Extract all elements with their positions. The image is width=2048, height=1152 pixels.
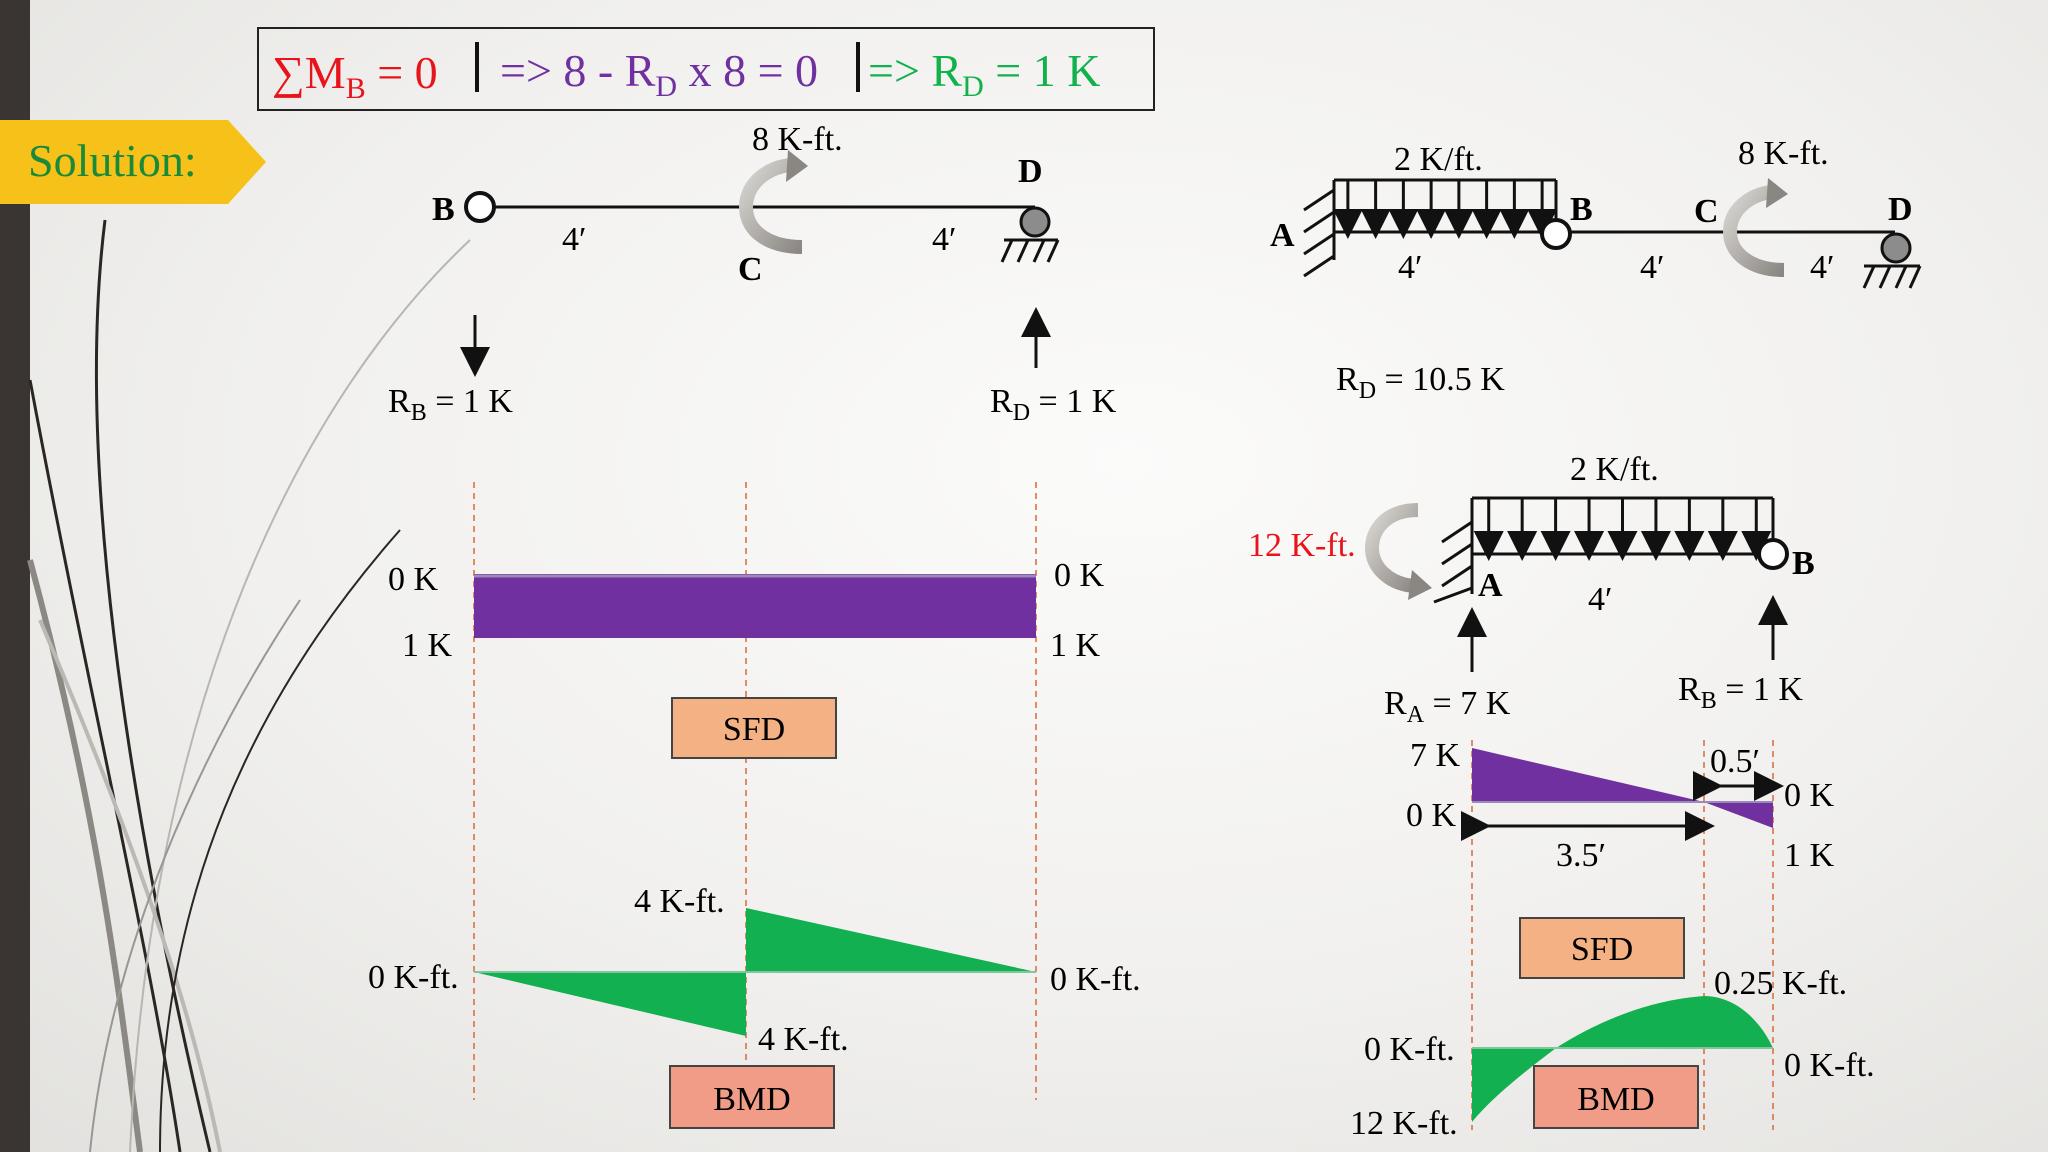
fbd-fixed-support-a-icon bbox=[1433, 520, 1473, 604]
right-sfd-right-bottom: 1 K bbox=[1784, 837, 1835, 874]
span-cd-label: 4′ bbox=[932, 221, 956, 258]
equation-box: ∑MB = 0 => 8 - RD x 8 = 0 => RD = 1 K bbox=[257, 27, 1155, 111]
right-hinge-b-icon bbox=[1540, 218, 1572, 250]
reaction-b-label: RB = 1 K bbox=[388, 383, 513, 426]
fbd-load-arrows bbox=[1473, 498, 1772, 561]
equation-part-3: => RD = 1 K bbox=[868, 45, 1100, 103]
right-node-d-label: D bbox=[1888, 191, 1913, 228]
right-load-arrows bbox=[1332, 180, 1558, 239]
node-b-label: B bbox=[432, 191, 455, 228]
right-distributed-load-icon bbox=[1332, 178, 1558, 232]
right-bmd-pos-fill bbox=[1556, 996, 1773, 1048]
decorative-swooshes bbox=[27, 219, 471, 1152]
right-span-ab-label: 4′ bbox=[1398, 249, 1422, 286]
solution-label: Solution: bbox=[28, 135, 197, 186]
right-bmd-left-top: 0 K-ft. bbox=[1364, 1031, 1455, 1068]
left-bmd-neg-fill bbox=[474, 972, 746, 1036]
left-bmd-peak-top: 4 K-ft. bbox=[634, 883, 725, 920]
left-bmd: 0 K-ft. 0 K-ft. 4 K-ft. 4 K-ft. BMD bbox=[368, 883, 1141, 1129]
right-load-label: 2 K/ft. bbox=[1394, 141, 1483, 178]
right-node-b-label: B bbox=[1570, 191, 1593, 228]
right-node-c-label: C bbox=[1694, 193, 1719, 230]
left-sfd-label: SFD bbox=[723, 711, 785, 748]
fixed-support-a-icon bbox=[1303, 182, 1336, 278]
left-bmd-right: 0 K-ft. bbox=[1050, 961, 1141, 998]
fbd-node-a-label: A bbox=[1478, 567, 1503, 604]
right-roller-support-d-icon bbox=[1862, 232, 1922, 289]
node-c-label: C bbox=[738, 251, 763, 288]
left-sfd-left-bottom: 1 K bbox=[402, 627, 453, 664]
right-span-bc-label: 4′ bbox=[1640, 249, 1664, 286]
right-bmd-right: 0 K-ft. bbox=[1784, 1047, 1875, 1084]
left-sfd-left-top: 0 K bbox=[388, 561, 439, 598]
hinge-b-icon bbox=[464, 191, 496, 223]
right-sfd-pos-fill bbox=[1472, 748, 1704, 802]
left-sfd-right-top: 0 K bbox=[1054, 557, 1105, 594]
moment-arrow-c-icon bbox=[738, 150, 808, 254]
left-moment-label: 8 K-ft. bbox=[752, 121, 843, 158]
right-sfd-label: SFD bbox=[1571, 931, 1633, 968]
right-bmd-label: BMD bbox=[1577, 1081, 1654, 1118]
solution-banner: Solution: bbox=[0, 120, 266, 204]
right-sfd-left-top: 7 K bbox=[1410, 737, 1461, 774]
left-sfd-fill bbox=[474, 574, 1036, 638]
roller-support-d-icon bbox=[1000, 206, 1060, 263]
right-bmd-peak: 0.25 K-ft. bbox=[1714, 965, 1847, 1002]
right-span-cd-label: 4′ bbox=[1810, 249, 1834, 286]
span-bc-label: 4′ bbox=[562, 221, 586, 258]
right-moment-arrow-icon bbox=[1722, 178, 1788, 277]
right-bmd-left-bottom: 12 K-ft. bbox=[1350, 1105, 1458, 1142]
left-bmd-pos-fill bbox=[746, 908, 1036, 972]
node-d-label: D bbox=[1018, 153, 1043, 190]
right-sfd-dim-left: 3.5′ bbox=[1556, 837, 1606, 874]
right-sfd-right-top: 0 K bbox=[1784, 777, 1835, 814]
fbd-hinge-b-icon bbox=[1757, 538, 1789, 570]
right-beam-diagram: A B C D 2 K/ft. 8 K-ft. 4′ 4′ 4′ RD = bbox=[1270, 135, 1922, 404]
fbd-span-label: 4′ bbox=[1588, 581, 1612, 618]
left-bmd-left: 0 K-ft. bbox=[368, 959, 459, 996]
fbd-moment-arrow-icon bbox=[1364, 503, 1432, 600]
fbd-load-label: 2 K/ft. bbox=[1570, 451, 1659, 488]
right-moment-label: 8 K-ft. bbox=[1738, 135, 1829, 172]
right-sfd-neg-fill bbox=[1704, 802, 1773, 828]
right-reaction-d-label: RD = 10.5 K bbox=[1336, 361, 1505, 404]
right-node-a-label: A bbox=[1270, 217, 1295, 254]
right-sfd-dim-right: 0.5′ bbox=[1710, 743, 1760, 780]
fbd-reaction-a-label: RA = 7 K bbox=[1384, 685, 1511, 728]
left-bmd-label: BMD bbox=[713, 1081, 790, 1118]
fbd-node-b-label: B bbox=[1792, 545, 1815, 582]
right-sfd-left-bottom: 0 K bbox=[1406, 797, 1457, 834]
equation-part-1: ∑MB = 0 bbox=[272, 47, 438, 105]
reaction-d-label: RD = 1 K bbox=[990, 383, 1117, 426]
right-bmd-neg-fill bbox=[1472, 1048, 1556, 1122]
fbd-reaction-b-label: RB = 1 K bbox=[1678, 671, 1803, 714]
right-bmd: 0 K-ft. 12 K-ft. 0.25 K-ft. 0 K-ft. BMD bbox=[1350, 965, 1875, 1142]
right-fbd: 2 K/ft. A B 4′ 12 K-ft. RA = 7 K RB = 1 … bbox=[1248, 451, 1815, 728]
equation-part-2: => 8 - RD x 8 = 0 bbox=[500, 45, 818, 103]
left-sfd-right-bottom: 1 K bbox=[1050, 627, 1101, 664]
fbd-moment-label: 12 K-ft. bbox=[1248, 527, 1356, 564]
left-bmd-peak-bottom: 4 K-ft. bbox=[758, 1021, 849, 1058]
left-beam-diagram: B C D 4′ 4′ 8 K-ft. RB = 1 K RD = 1 K bbox=[388, 121, 1117, 426]
left-sfd: 0 K 1 K 0 K 1 K SFD bbox=[388, 557, 1105, 759]
right-sfd: 7 K 0 K 0 K 1 K 3.5′ 0.5′ SFD bbox=[1406, 737, 1835, 979]
